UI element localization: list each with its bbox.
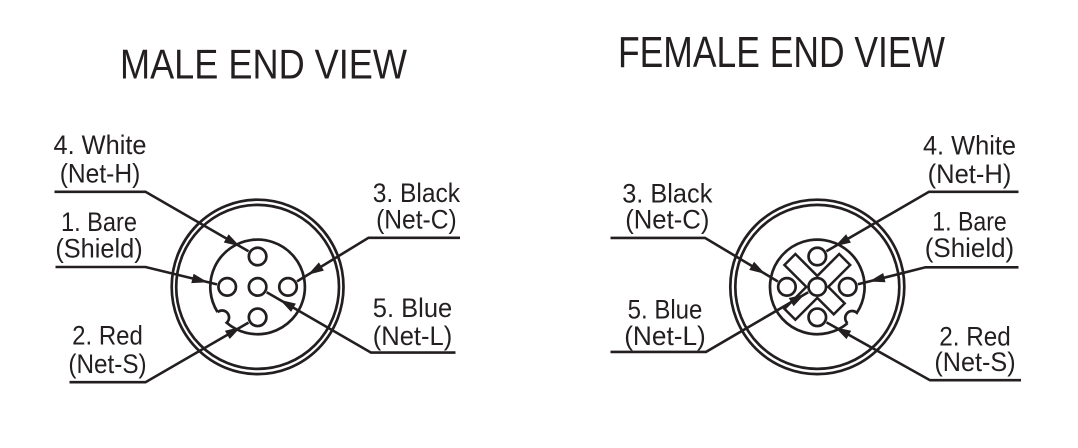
svg-text:(Net-S): (Net-S) [934, 346, 1015, 377]
svg-text:(Net-L): (Net-L) [624, 320, 706, 351]
svg-text:(Shield): (Shield) [925, 232, 1014, 263]
svg-text:1. Bare: 1. Bare [61, 206, 137, 237]
svg-text:3. Black: 3. Black [373, 177, 461, 208]
svg-text:4. White: 4. White [923, 130, 1016, 161]
svg-text:(Net-L): (Net-L) [373, 320, 453, 351]
svg-text:(Net-H): (Net-H) [928, 158, 1012, 189]
svg-text:(Shield): (Shield) [55, 232, 142, 263]
svg-text:(Net-H): (Net-H) [60, 158, 141, 189]
svg-text:(Net-S): (Net-S) [68, 348, 146, 379]
svg-text:3. Black: 3. Black [622, 178, 713, 209]
svg-text:FEMALE END VIEW: FEMALE END VIEW [618, 28, 945, 77]
svg-text:2. Red: 2. Red [72, 320, 143, 351]
svg-text:5. Blue: 5. Blue [373, 292, 452, 323]
svg-text:(Net-C): (Net-C) [625, 204, 709, 235]
svg-text:MALE END VIEW: MALE END VIEW [120, 41, 407, 88]
svg-text:(Net-C): (Net-C) [376, 204, 457, 235]
svg-text:2. Red: 2. Red [939, 321, 1011, 352]
svg-text:1. Bare: 1. Bare [932, 206, 1007, 237]
svg-text:5. Blue: 5. Blue [628, 294, 703, 325]
svg-text:4. White: 4. White [54, 129, 147, 160]
